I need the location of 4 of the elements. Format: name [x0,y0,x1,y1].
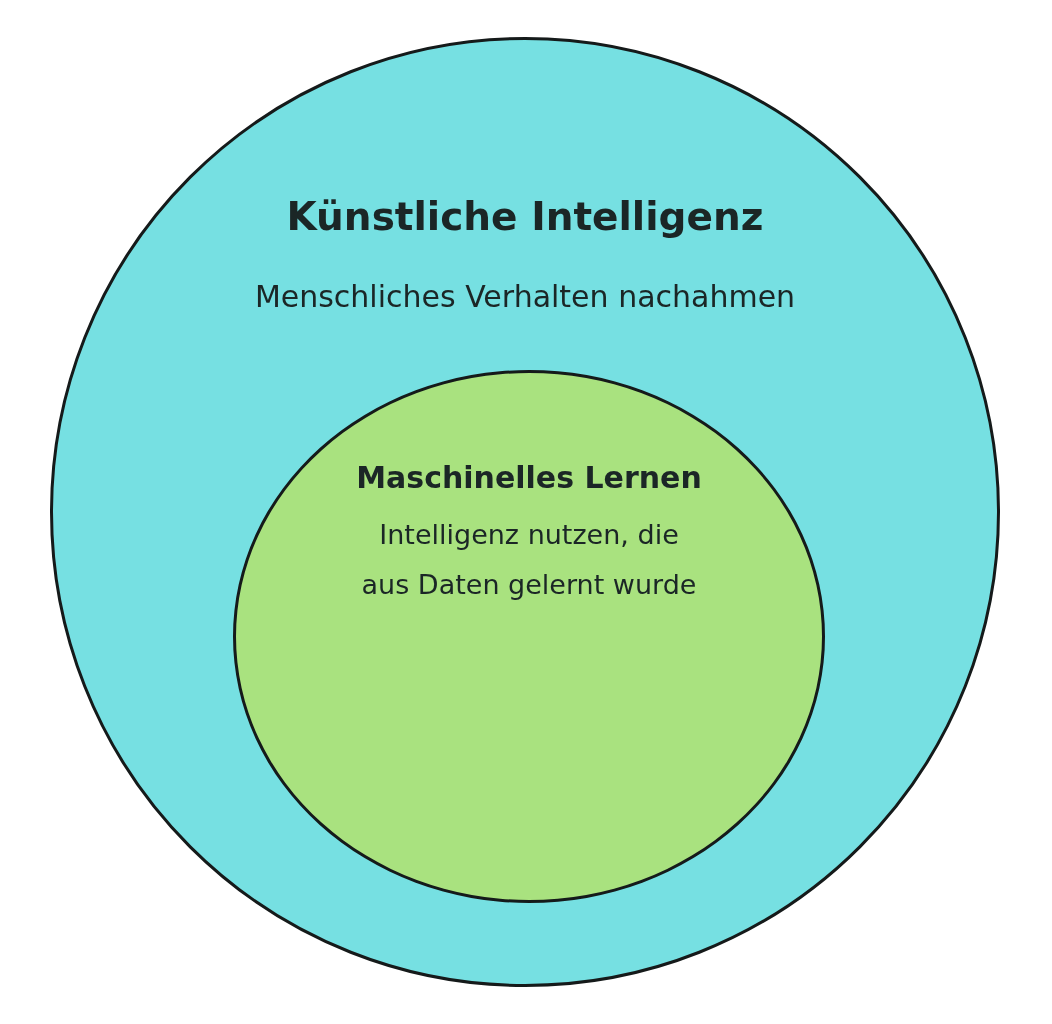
circle-title: Maschinelles Lernen [356,459,702,497]
circle-subtitle: Menschliches Verhalten nachahmen [254,278,796,316]
circle-description: Intelligenz nutzen, die aus Daten gelernt wurde [360,518,698,602]
circle-title: Künstliche Intelligenz [286,193,764,241]
